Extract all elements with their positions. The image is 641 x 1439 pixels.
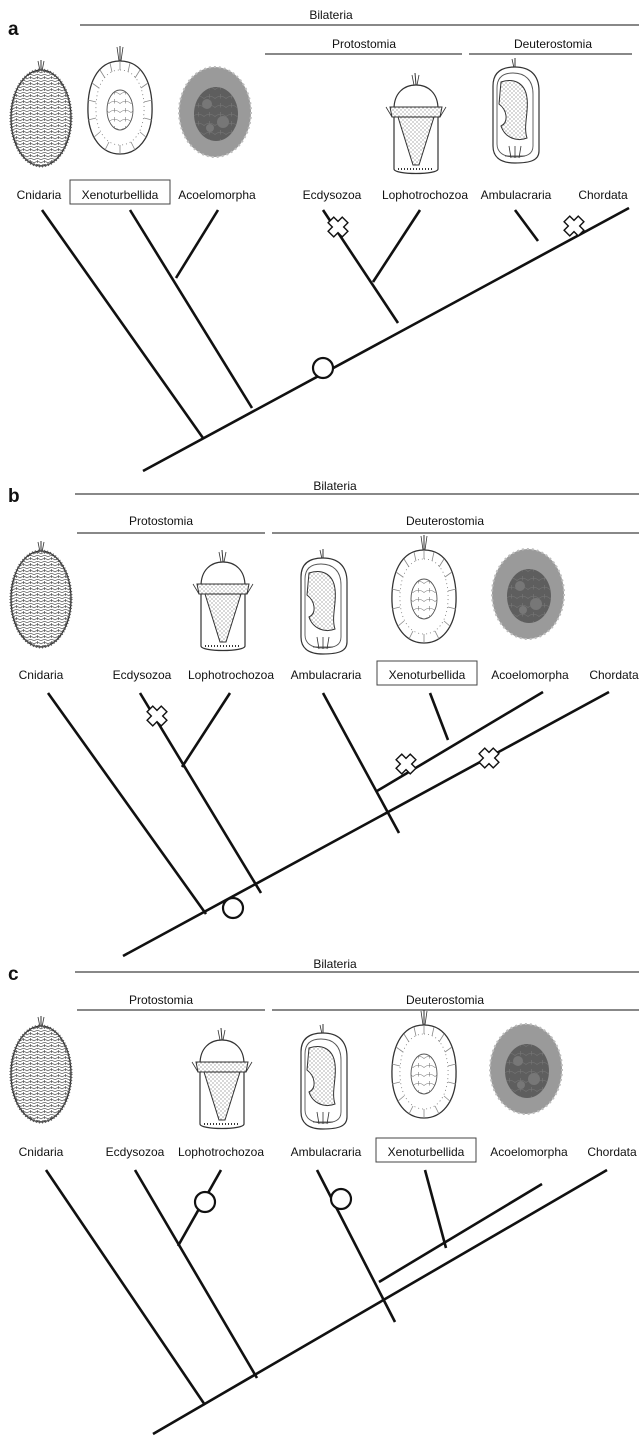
panel-a: a Bilateria Protostomia Deuterostomia Cn… xyxy=(8,8,639,471)
deuterostomia-label: Deuterostomia xyxy=(406,993,484,1007)
taxon-label: Acoelomorpha xyxy=(491,668,569,682)
tree-branches xyxy=(46,1170,607,1434)
lophotrochozoa-branch xyxy=(373,210,420,282)
loss-cross-marker xyxy=(475,744,503,772)
lophotrochozoa-larva-illustration xyxy=(193,550,253,651)
xenoturbellida-larva-illustration xyxy=(88,46,152,154)
taxon-label: Chordata xyxy=(578,188,628,202)
cnidaria-branch xyxy=(48,693,206,914)
panel-c: c Bilateria Protostomia Deuterostomia Cn… xyxy=(8,957,639,1434)
xenoturbellida-branch xyxy=(425,1170,446,1248)
taxon-label: Ambulacraria xyxy=(291,668,362,682)
acoelomorpha-larva-illustration xyxy=(490,1024,562,1114)
taxon-label: Lophotrochozoa xyxy=(382,188,468,202)
ambulacraria-larva-illustration xyxy=(301,549,347,654)
panel-letter: b xyxy=(8,486,20,507)
taxon-label: Acoelomorpha xyxy=(490,1145,568,1159)
panel-letter: a xyxy=(8,19,19,40)
taxon-label: Cnidaria xyxy=(19,1145,64,1159)
lophotrochozoa-larva-illustration xyxy=(386,73,446,174)
ambulacraria-larva-illustration xyxy=(301,1024,347,1129)
gain-circle-marker xyxy=(195,1192,215,1212)
taxon-label: Ecdysozoa xyxy=(106,1145,165,1159)
cnidaria-branch xyxy=(46,1170,205,1405)
acoelomorpha-larva-illustration xyxy=(492,549,564,639)
taxon-label-highlighted: Xenoturbellida xyxy=(388,1145,465,1159)
taxon-label: Cnidaria xyxy=(19,668,64,682)
taxon-label: Ecdysozoa xyxy=(303,188,362,202)
bilateria-label: Bilateria xyxy=(309,8,353,22)
cnidaria-larva-illustration xyxy=(11,1016,71,1122)
taxon-label: Acoelomorpha xyxy=(178,188,256,202)
xenoturbellida-branch xyxy=(430,693,448,740)
backbone-branch xyxy=(143,208,629,471)
lophotrochozoa-branch xyxy=(182,693,230,767)
protostomia-label: Protostomia xyxy=(129,993,193,1007)
protostomia-label: Protostomia xyxy=(332,37,396,51)
backbone-branch xyxy=(153,1170,607,1434)
acoelomorpha-larva-illustration xyxy=(179,67,251,157)
ambulacraria-larva-illustration xyxy=(493,58,539,163)
gain-circle-marker xyxy=(313,358,333,378)
taxon-label: Chordata xyxy=(587,1145,637,1159)
cnidaria-larva-illustration xyxy=(11,60,71,166)
protostomia-label: Protostomia xyxy=(129,514,193,528)
deuterostomia-label: Deuterostomia xyxy=(514,37,592,51)
panel-letter: c xyxy=(8,964,19,985)
deuterostomia-label: Deuterostomia xyxy=(406,514,484,528)
gain-circle-marker xyxy=(223,898,243,918)
panel-b: b Bilateria Protostomia Deuterostomia Cn… xyxy=(8,479,639,956)
bilateria-label: Bilateria xyxy=(313,479,357,493)
xenoturbellida-larva-illustration xyxy=(392,1010,456,1118)
taxon-label: Ecdysozoa xyxy=(113,668,172,682)
acoelomorpha-branch xyxy=(176,210,218,278)
tree-branches xyxy=(48,692,609,956)
taxon-label: Ambulacraria xyxy=(481,188,552,202)
xenoturbellida-larva-illustration xyxy=(392,535,456,643)
cnidaria-larva-illustration xyxy=(11,541,71,647)
cnidaria-branch xyxy=(42,210,203,438)
xenoturbellida-branch xyxy=(130,210,252,408)
lophotrochozoa-larva-illustration xyxy=(192,1028,252,1129)
tree-branches xyxy=(42,208,629,471)
backbone-branch xyxy=(123,692,609,956)
taxon-label: Chordata xyxy=(589,668,639,682)
gain-circle-marker xyxy=(331,1189,351,1209)
taxon-label: Cnidaria xyxy=(17,188,62,202)
taxon-label: Ambulacraria xyxy=(291,1145,362,1159)
taxon-label: Lophotrochozoa xyxy=(178,1145,264,1159)
bilateria-label: Bilateria xyxy=(313,957,357,971)
taxon-label-highlighted: Xenoturbellida xyxy=(389,668,466,682)
taxon-label-highlighted: Xenoturbellida xyxy=(82,188,159,202)
acoel-xeno-branch xyxy=(379,1184,542,1282)
taxon-label: Lophotrochozoa xyxy=(188,668,274,682)
ambulacraria-branch xyxy=(515,210,538,241)
loss-cross-marker xyxy=(560,212,588,240)
ambulacraria-branch xyxy=(317,1170,395,1322)
ambulacraria-branch xyxy=(323,693,399,833)
